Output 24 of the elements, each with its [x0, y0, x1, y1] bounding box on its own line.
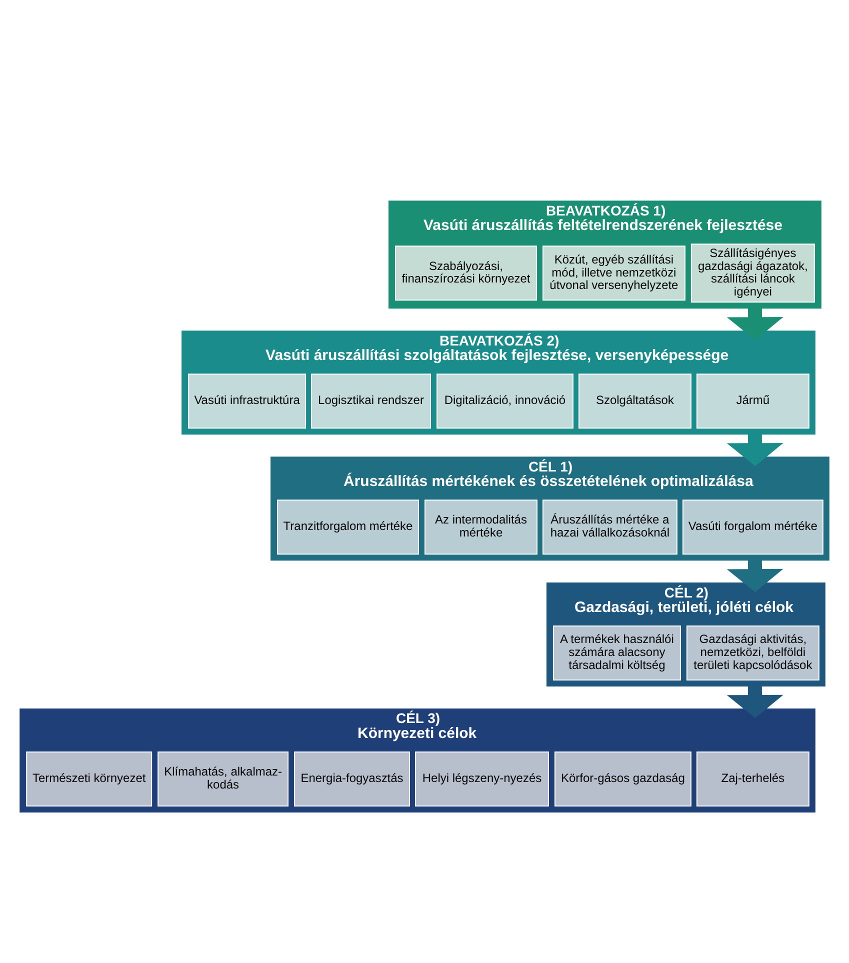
- node-box: Vasúti forgalom mértéke: [682, 500, 824, 555]
- node-box: Szolgáltatások: [578, 374, 692, 429]
- arrow: [726, 686, 784, 718]
- node-box: Vasúti infrastruktúra: [188, 374, 306, 429]
- node-box: Az intermodalitás mértéke: [424, 500, 538, 555]
- node-box: Gazdasági aktivitás, nemzetközi, belföldi területi kapcsolódások: [686, 626, 820, 681]
- node-box: Szállításigényes gazdasági ágazatok, szállítási láncok igényei: [690, 244, 815, 303]
- arrow: [726, 560, 784, 592]
- node-box: A termékek használói számára alacsony társadalmi költség: [552, 626, 681, 681]
- node-box: Zaj-terhelés: [696, 752, 810, 806]
- node-box: Jármű: [696, 374, 810, 429]
- arrow: [726, 308, 784, 340]
- node-box: Helyi légszeny-nyezés: [415, 752, 549, 806]
- node-box: Közút, egyéb szállítási mód, illetve nemzetközi útvonal versenyhelyzete: [542, 246, 686, 301]
- node-box: Klímahatás, alkalmaz-kodás: [158, 752, 289, 806]
- node-box: Tranzitforgalom mértéke: [277, 500, 419, 555]
- node-box: Digitalizáció, innováció: [436, 374, 574, 429]
- node-box: Szabályozási, finanszírozási környezet: [395, 246, 537, 301]
- node-box: Természeti környezet: [26, 752, 152, 806]
- arrow: [726, 434, 784, 466]
- node-box: Áruszállítás mértéke a hazai vállalkozásoknál: [542, 500, 678, 555]
- node-box: Energia-fogyasztás: [294, 752, 410, 806]
- node-box: Körfor-gásos gazdaság: [554, 752, 692, 806]
- node-box: Logisztikai rendszer: [311, 374, 431, 429]
